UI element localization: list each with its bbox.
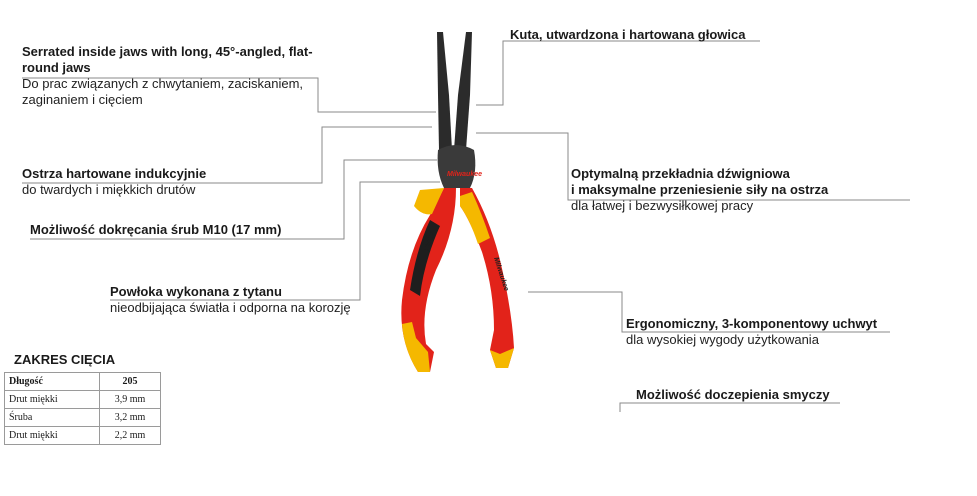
annotation-grip-sub: dla wysokiej wygody użytkowania — [626, 332, 819, 347]
table-cell: 3,9 mm — [99, 390, 161, 409]
annotation-head: Kuta, utwardzona i hartowana głowica — [510, 27, 790, 43]
table-cell: Śruba — [4, 408, 100, 427]
handle-left-grip — [410, 220, 440, 296]
leader-jaws — [22, 77, 436, 113]
annotation-jaws-title: Serrated inside jaws with long, 45°-angl… — [22, 44, 313, 75]
annotation-screws-title: Możliwość dokręcania śrub M10 (17 mm) — [30, 222, 282, 237]
annotation-jaws: Serrated inside jaws with long, 45°-angl… — [22, 44, 332, 108]
cutting-range-title: ZAKRES CIĘCIA — [14, 352, 116, 367]
annotation-coating-title: Powłoka wykonana z tytanu — [110, 284, 282, 299]
annotation-screws: Możliwość dokręcania śrub M10 (17 mm) — [30, 222, 340, 238]
table-row: Śruba 3,2 mm — [4, 408, 161, 427]
handle-left-tip — [402, 322, 430, 372]
brand-mark-head: Milwaukee — [447, 171, 482, 178]
table-cell: 2,2 mm — [99, 426, 161, 445]
annotation-grip: Ergonomiczny, 3-komponentowy uchwyt dla … — [626, 316, 926, 348]
leader-lever — [476, 132, 910, 201]
annotation-lanyard-title: Możliwość doczepienia smyczy — [636, 387, 830, 402]
annotation-lanyard: Możliwość doczepienia smyczy — [636, 387, 896, 403]
table-cell: Drut miękki — [4, 426, 100, 445]
leader-screws — [30, 159, 437, 240]
leader-lanyard — [619, 402, 840, 412]
table-row: Drut miękki 3,9 mm — [4, 390, 161, 409]
annotation-blades-sub: do twardych i miękkich drutów — [22, 182, 196, 197]
handle-left-yellow — [414, 188, 444, 215]
handle-right-yellow — [460, 192, 490, 244]
annotation-coating-sub: nieodbijająca światła i odporna na koroz… — [110, 300, 351, 315]
jaw-right — [454, 32, 472, 160]
annotation-head-title: Kuta, utwardzona i hartowana głowica — [510, 27, 746, 42]
table-header-cell: Długość — [4, 372, 100, 391]
handle-right — [460, 188, 514, 368]
leader-coating — [110, 181, 440, 301]
handle-right-tip — [490, 348, 514, 368]
annotation-lever-sub: dla łatwej i bezwysiłkowej pracy — [571, 198, 754, 213]
annotation-jaws-sub: Do prac związanych z chwytaniem, zaciska… — [22, 76, 304, 107]
leader-head — [476, 40, 760, 106]
handle-left — [401, 188, 456, 372]
cutting-range-table: Długość 205 Drut miękki 3,9 mm Śruba 3,2… — [4, 372, 161, 445]
annotation-blades: Ostrza hartowane indukcyjnie do twardych… — [22, 166, 322, 198]
jaw-left — [437, 32, 452, 160]
annotation-coating: Powłoka wykonana z tytanu nieodbijająca … — [110, 284, 390, 316]
annotation-lever-title-1: Optymalną przekładnia dźwigniowa — [571, 166, 790, 181]
annotation-grip-title: Ergonomiczny, 3-komponentowy uchwyt — [626, 316, 878, 331]
leader-grip — [528, 291, 890, 333]
table-cell: 3,2 mm — [99, 408, 161, 427]
annotation-blades-title: Ostrza hartowane indukcyjnie — [22, 166, 207, 181]
table-header-cell: 205 — [99, 372, 161, 391]
table-row: Drut miękki 2,2 mm — [4, 426, 161, 445]
pivot-head — [437, 145, 476, 188]
annotation-lever-title-2: i maksymalne przeniesienie siły na ostrz… — [571, 182, 829, 197]
annotation-lever: Optymalną przekładnia dźwigniowa i maksy… — [571, 166, 911, 214]
leader-blades — [22, 126, 432, 184]
table-header-row: Długość 205 — [4, 372, 161, 391]
table-cell: Drut miękki — [4, 390, 100, 409]
